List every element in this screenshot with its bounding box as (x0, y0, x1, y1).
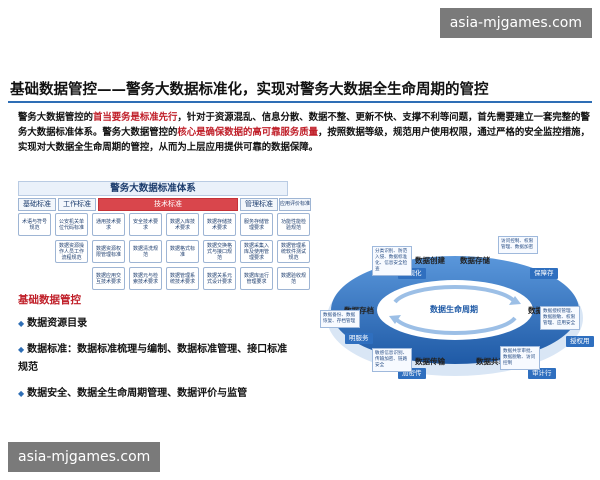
category-work: 工作标准 (58, 198, 96, 211)
note-archive: 数据备份、数据恢复、存档管理 (320, 310, 360, 328)
lifecycle-center-label: 数据生命周期 (430, 305, 478, 314)
standard-item: 术语与符号规范 (18, 213, 51, 236)
stage-store: 数据存储 (460, 256, 490, 265)
category-basic: 基础标准 (18, 198, 56, 211)
standard-item: 数据格式标准 (166, 240, 199, 263)
standard-item: 数据管理系统软件测试规范 (277, 240, 310, 263)
watermark-bottom: asia-mjgames.com (8, 442, 161, 472)
note-transfer: 敏感信息识别、传输加密、链路安全 (372, 348, 412, 372)
bullet-item: ◆数据资源目录 (18, 315, 288, 333)
chip-audit: 审计行 (528, 368, 556, 379)
intro-highlight-2: 核心是确保数据的高可靠服务质量 (177, 127, 319, 138)
watermark-top: asia-mjgames.com (439, 8, 592, 38)
chip-authorize: 授权用 (566, 336, 594, 347)
intro-text-1: 警务大数据管控的 (18, 112, 94, 123)
chip-encrypt: 加密传 (398, 368, 426, 379)
intro-text-2: ，针对于资源混乱、信息分散、数据不整、更新不快、支撑不利等问题，首先需要建立一套… (18, 112, 590, 138)
cycle-arrow-top (393, 285, 517, 304)
note-create: 分类识别、防范入侵、数据标准化、信息安全检查 (372, 246, 412, 276)
standard-item: 服务存储管理要求 (240, 213, 273, 236)
standard-item: 数据关系元式设计要求 (203, 267, 236, 290)
standard-item: 数据元与检索技术要求 (129, 267, 162, 290)
note-share: 数据共享审批、数据脱敏、访问控制 (500, 346, 540, 370)
category-technical: 技术标准 (98, 198, 238, 211)
standard-item: 数据应用交互技术要求 (92, 267, 125, 290)
bullet-text: 数据安全、数据全生命周期管理、数据评价与监管 (27, 388, 248, 399)
bullet-text: 数据标准：数据标准梳理与编制、数据标准管理、接口标准规范 (18, 344, 288, 373)
category-evaluation: 应用评价标准 (279, 198, 311, 211)
diamond-icon: ◆ (18, 319, 25, 328)
intro-paragraph: 警务大数据管控的首当要务是标准先行，针对于资源混乱、信息分散、数据不整、更新不快… (18, 110, 590, 155)
bullet-heading: 基础数据管控 (18, 294, 81, 306)
standard-item: 功能性能检验规范 (277, 213, 310, 236)
stage-transfer: 数据传输 (415, 357, 445, 366)
chip-service: 明服务 (345, 333, 373, 344)
chip-protect: 保障存 (530, 268, 558, 279)
stage-create: 数据创建 (415, 256, 445, 265)
standard-item: 安全技术要求 (129, 213, 162, 236)
arrowhead-icon (389, 315, 401, 324)
intro-highlight-1: 首当要务是标准先行 (93, 112, 178, 123)
standard-item: 数据资源操作人员工作流程规范 (55, 240, 88, 263)
standard-item: 公安机关单位代码标准 (55, 213, 88, 236)
diamond-icon: ◆ (18, 389, 25, 398)
standard-item: 数据资源权限管理标准 (92, 240, 125, 263)
standard-item: 数据存储技术要求 (203, 213, 236, 236)
standard-item: 数据采集入库及使用管理要求 (240, 240, 273, 263)
stage-share: 数据共享 (476, 357, 506, 366)
diamond-icon: ◆ (18, 345, 25, 354)
arrowhead-icon (509, 296, 521, 305)
bullet-text: 数据资源目录 (27, 318, 88, 329)
bullet-item: ◆数据安全、数据全生命周期管理、数据评价与监管 (18, 385, 288, 403)
cycle-arrow-bottom (393, 316, 517, 335)
standards-title: 警务大数据标准体系 (18, 181, 288, 196)
standard-item: 数据验收规范 (277, 267, 310, 290)
standard-item: 数据入库技术要求 (166, 213, 199, 236)
intro-text-3: ，按照数据等级，规范用户使用权限，通过严格的安全监控措施，实现对大数据全生命周期… (18, 127, 590, 153)
bullet-section: 基础数据管控 ◆数据资源目录 ◆数据标准：数据标准梳理与编制、数据标准管理、接口… (18, 292, 288, 411)
note-store: 访问控制、权限管理、数据加密 (498, 236, 538, 254)
standard-item: 数据管理系统技术要求 (166, 267, 199, 290)
bullet-item: ◆数据标准：数据标准梳理与编制、数据标准管理、接口标准规范 (18, 341, 288, 377)
standard-item: 数据库运行管理要求 (240, 267, 273, 290)
category-management: 管理标准 (240, 198, 278, 211)
note-use: 数据授权管理、数据脱敏、权限管理、应用安全 (540, 306, 580, 330)
standard-item: 数据交换格式与接口规范 (203, 240, 236, 263)
standard-item: 数据清洗规范 (129, 240, 162, 263)
standard-item: 通用技术要求 (92, 213, 125, 236)
title-divider (8, 101, 592, 103)
page-title: 基础数据管控——警务大数据标准化，实现对警务大数据全生命周期的管控 (10, 82, 489, 98)
